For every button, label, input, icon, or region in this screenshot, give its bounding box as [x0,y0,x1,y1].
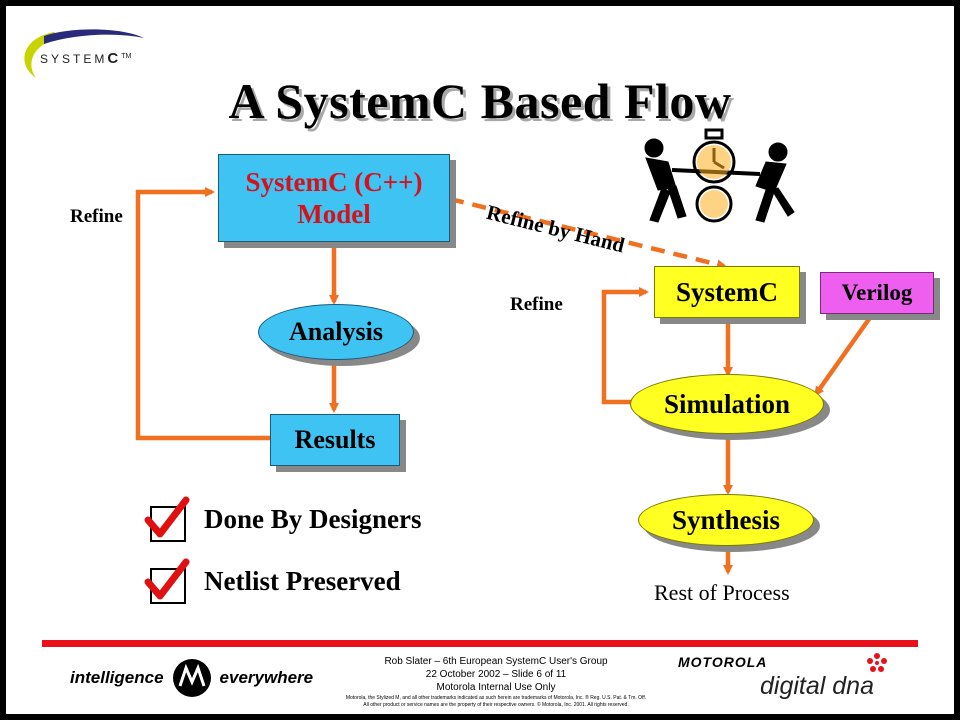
node-results: Results [270,414,400,466]
checkmark-icon [144,558,190,600]
node-systemc-model-line2: Model [297,199,371,229]
arrow-refine-by-hand [449,196,727,270]
tagline-right: everywhere [219,668,314,687]
footer-legal-2: All other product or service names are t… [363,702,629,708]
checkmark-icon [144,496,190,538]
node-verilog: Verilog [820,272,934,314]
footer-presenter: Rob Slater – 6th European SystemC User's… [384,656,608,667]
logo-text: SYSTEM [40,52,108,66]
arrow-verilog-simulation [814,310,876,397]
label-refine-left: Refine [70,206,123,227]
logo-tm: TM [121,53,132,60]
dna-flower-icon [867,653,887,672]
label-rest-of-process: Rest of Process [654,580,790,605]
node-systemc-model-line1: SystemC (C++) [245,167,423,197]
refine-loop-left [135,187,270,441]
flow-connectors [135,187,876,575]
refine-loop-right [601,287,649,405]
checklist-item-netlist-preserved: Netlist Preserved [204,566,401,596]
footer-tagline: intelligence everywhere [70,658,313,698]
motorola-m-icon [172,659,211,697]
footer-brand-2: digital dna [760,672,874,700]
slide-title: A SystemC Based Flow [228,73,732,129]
node-systemc-model: SystemC (C++) Model [218,154,450,242]
systemc-logo: SYSTEMCTM [14,24,154,88]
footer-legal-1: Motorola, the Stylized M, and all other … [345,695,647,701]
checklist-item-done-by-designers: Done By Designers [204,504,422,534]
footer-date-slide: 22 October 2002 – Slide 6 of 11 [425,669,567,680]
footer-divider [42,640,918,647]
node-simulation: Simulation [630,374,824,434]
label-refine-right: Refine [510,294,563,315]
logo-swoosh-icon [24,29,144,78]
footer-internal: Motorola Internal Use Only [436,682,556,693]
tug-of-war-clock-icon [644,128,795,223]
node-analysis: Analysis [258,304,414,360]
node-systemc: SystemC [654,266,800,318]
slide: SYSTEMCTM A SystemC Based Flow [6,6,954,714]
tagline-left: intelligence [70,668,164,687]
logo-c: C [107,50,122,67]
footer-brand: MOTOROLA [678,654,768,670]
node-synthesis: Synthesis [638,494,814,546]
